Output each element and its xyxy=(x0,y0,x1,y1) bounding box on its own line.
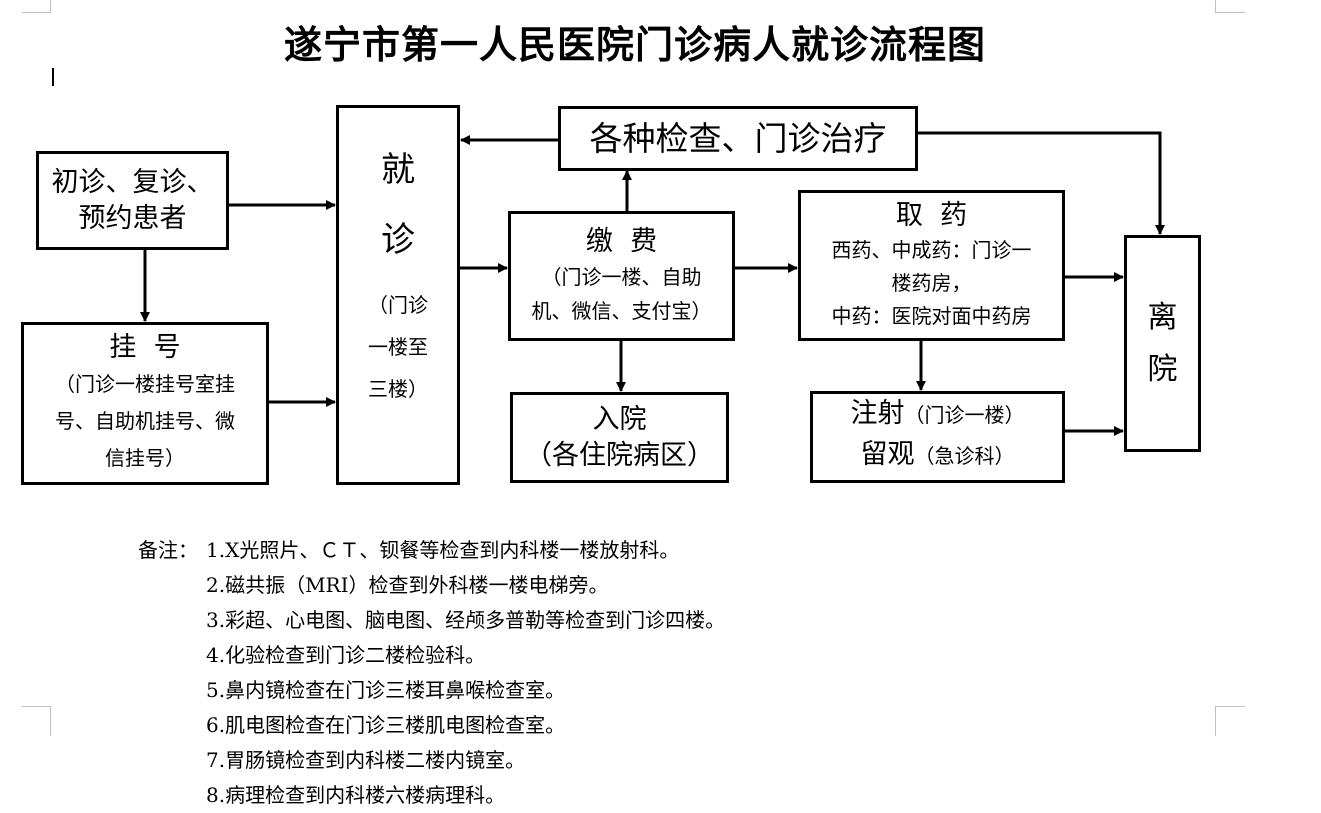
box-consult-char1: 就 xyxy=(381,150,415,190)
box-injection-sub: （门诊一楼） xyxy=(904,403,1025,427)
note-row: 3.彩超、心电图、脑电图、经颅多普勒等检查到门诊四楼。 xyxy=(138,603,725,638)
box-observation-main: 留观 xyxy=(860,439,915,470)
note-row: 7.胃肠镜检查到内科楼二楼内镜室。 xyxy=(138,743,725,778)
box-register-line3: 信挂号） xyxy=(105,446,185,470)
box-admit-line1: （各住院病区） xyxy=(525,439,714,471)
box-pay-title: 缴 费 xyxy=(585,226,658,257)
crop-mark xyxy=(1215,706,1216,736)
box-medicine: 取 药 西药、中成药：门诊一 楼药房， 中药：医院对面中药房 xyxy=(798,190,1065,341)
box-register-line1: （门诊一楼挂号室挂 xyxy=(55,372,235,396)
text-cursor xyxy=(52,68,54,86)
box-consult-line2: 一楼至 xyxy=(368,335,428,359)
box-first-visit: 初诊、复诊、 预约患者 xyxy=(36,151,229,250)
box-pay-line1: （门诊一楼、自助 xyxy=(541,265,702,289)
box-first-visit-line2: 预约患者 xyxy=(78,202,187,234)
box-pay: 缴 费 （门诊一楼、自助 机、微信、支付宝） xyxy=(508,211,735,341)
box-medicine-title: 取 药 xyxy=(895,200,968,231)
note-item: 1.X光照片、ＣＴ、钡餐等检查到内科楼一楼放射科。 xyxy=(206,538,680,562)
note-row: 备注： 1.X光照片、ＣＴ、钡餐等检查到内科楼一楼放射科。 xyxy=(138,533,725,568)
box-injection: 注射（门诊一楼） 留观（急诊科） xyxy=(810,391,1065,483)
crop-mark xyxy=(1215,12,1245,13)
notes-label: 备注： xyxy=(138,538,198,562)
crop-mark xyxy=(50,0,51,12)
box-leave: 离 院 xyxy=(1124,235,1201,452)
box-exam: 各种检查、门诊治疗 xyxy=(558,106,918,171)
box-consult-line3: 三楼） xyxy=(368,377,428,401)
note-item: 2.磁共振（MRI）检查到外科楼一楼电梯旁。 xyxy=(206,573,609,597)
note-row: 6.肌电图检查在门诊三楼肌电图检查室。 xyxy=(138,708,725,743)
box-consult-line1: （门诊 xyxy=(368,293,428,317)
box-register-line2: 号、自助机挂号、微 xyxy=(55,409,235,433)
box-register: 挂 号 （门诊一楼挂号室挂 号、自助机挂号、微 信挂号） xyxy=(21,322,269,485)
crop-mark xyxy=(50,706,51,736)
box-leave-char1: 离 xyxy=(1147,299,1178,335)
box-medicine-line2: 楼药房， xyxy=(891,271,972,295)
box-observation-sub: （急诊科） xyxy=(914,444,1015,468)
notes: 备注： 1.X光照片、ＣＴ、钡餐等检查到内科楼一楼放射科。 2.磁共振（MRI）检… xyxy=(138,533,725,813)
box-pay-line2: 机、微信、支付宝） xyxy=(531,299,712,323)
note-row: 4.化验检查到门诊二楼检验科。 xyxy=(138,638,725,673)
box-consult: 就 诊 （门诊 一楼至 三楼） xyxy=(336,105,460,485)
note-item: 6.肌电图检查在门诊三楼肌电图检查室。 xyxy=(206,713,566,737)
box-consult-char2: 诊 xyxy=(381,220,415,260)
box-medicine-line1: 西药、中成药：门诊一 xyxy=(831,238,1032,262)
arrow-exam-to-leave xyxy=(917,131,1165,235)
note-item: 5.鼻内镜检查在门诊三楼耳鼻喉检查室。 xyxy=(206,678,566,702)
note-item: 4.化验检查到门诊二楼检验科。 xyxy=(206,643,486,667)
crop-mark xyxy=(22,706,51,707)
crop-mark xyxy=(22,12,51,13)
box-medicine-line3: 中药：医院对面中药房 xyxy=(831,304,1032,328)
note-row: 8.病理检查到内科楼六楼病理科。 xyxy=(138,778,725,813)
page-title: 遂宁市第一人民医院门诊病人就诊流程图 xyxy=(283,22,986,67)
note-item: 8.病理检查到内科楼六楼病理科。 xyxy=(206,783,506,807)
note-row: 2.磁共振（MRI）检查到外科楼一楼电梯旁。 xyxy=(138,568,725,603)
note-item: 3.彩超、心电图、脑电图、经颅多普勒等检查到门诊四楼。 xyxy=(206,608,726,632)
box-admit-title: 入院 xyxy=(592,403,647,435)
crop-mark xyxy=(1215,0,1216,12)
box-admit: 入院 （各住院病区） xyxy=(510,392,729,483)
note-item: 7.胃肠镜检查到内科楼二楼内镜室。 xyxy=(206,748,526,772)
box-injection-main: 注射 xyxy=(850,398,905,429)
crop-mark xyxy=(1215,706,1245,707)
box-leave-char2: 院 xyxy=(1147,351,1178,387)
box-first-visit-line1: 初诊、复诊、 xyxy=(51,166,214,198)
box-register-title: 挂 号 xyxy=(109,332,181,363)
note-row: 5.鼻内镜检查在门诊三楼耳鼻喉检查室。 xyxy=(138,673,725,708)
box-exam-label: 各种检查、门诊治疗 xyxy=(589,118,887,158)
